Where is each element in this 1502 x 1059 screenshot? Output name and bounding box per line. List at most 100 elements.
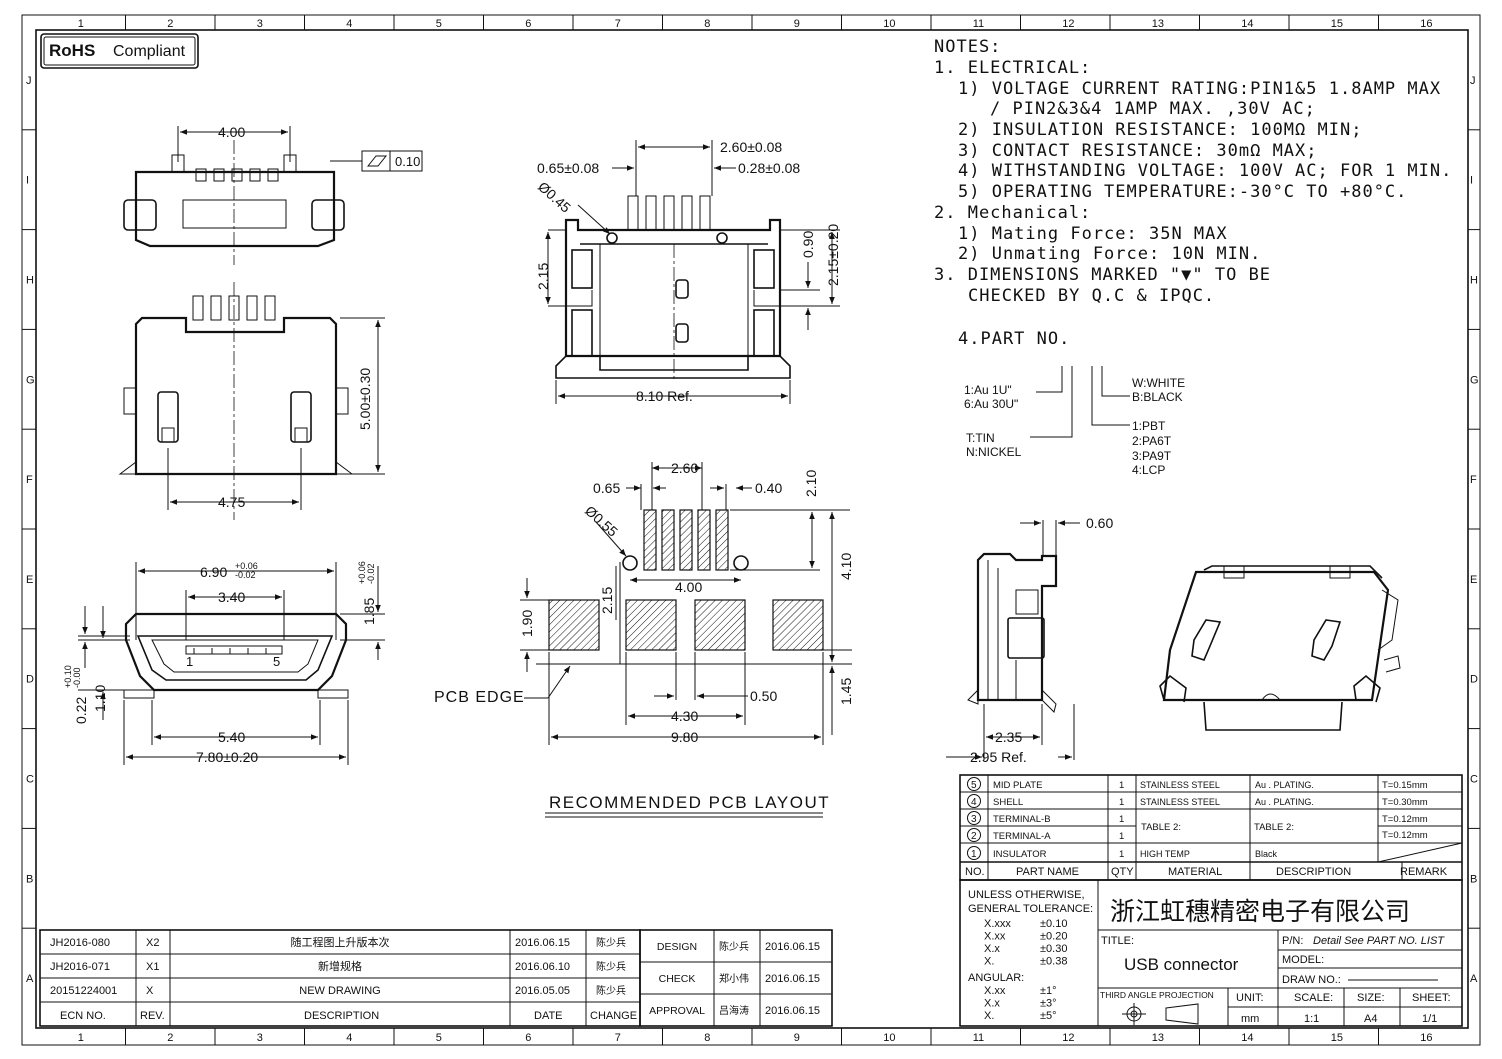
flatness-value: 0.10 <box>395 154 420 169</box>
plan-view: 4.75 5.00±0.30 <box>118 282 385 520</box>
dim-body-length: 5.00±0.30 <box>357 368 373 430</box>
dim-pcb-260: 2.60 <box>671 460 698 476</box>
border-col-label: 10 <box>883 1032 895 1044</box>
dim-front-090: 0.90 <box>800 231 816 258</box>
border-col-label: 8 <box>704 1032 710 1044</box>
angular-value: ±3° <box>1040 998 1057 1010</box>
bom-remark: T=0.30mm <box>1382 797 1428 808</box>
tolerance-key: X. <box>984 956 994 968</box>
angular-value: ±5° <box>1040 1010 1057 1022</box>
border-col-label: 2 <box>167 18 173 30</box>
dim-front-028: 0.28±0.08 <box>738 160 800 176</box>
svg-text:+0.06: +0.06 <box>357 561 367 584</box>
border-col-label: 10 <box>883 18 895 30</box>
border-col-label: 16 <box>1420 1032 1432 1044</box>
compliant-label: Compliant <box>113 43 186 60</box>
bom-qty: 1 <box>1119 797 1124 808</box>
angular-value: ±1° <box>1040 985 1057 997</box>
approval-role: DESIGN <box>657 941 697 953</box>
bom-no: 5 <box>971 780 977 791</box>
border-row-label: J <box>26 75 32 87</box>
tolerance-value: ±0.38 <box>1040 956 1067 968</box>
revision-ecn: 20151224001 <box>50 985 117 997</box>
dim-front-pitch: 2.60±0.08 <box>720 139 782 155</box>
border-col-label: 12 <box>1062 18 1074 30</box>
tolerance-value: ±0.20 <box>1040 931 1067 943</box>
svg-text:NO.: NO. <box>965 866 985 878</box>
bom-description: Au . PLATING. <box>1255 797 1314 807</box>
revision-rev: X1 <box>146 961 159 973</box>
svg-text:+0.10: +0.10 <box>63 665 73 688</box>
border-col-label: 15 <box>1331 1032 1343 1044</box>
border-col-label: 15 <box>1331 18 1343 30</box>
approval-date: 2016.06.15 <box>765 941 820 953</box>
svg-text:REMARK: REMARK <box>1400 866 1448 878</box>
border-row-label: F <box>1470 474 1477 486</box>
svg-text:THIRD ANGLE PROJECTION: THIRD ANGLE PROJECTION <box>1100 990 1214 1000</box>
border-row-label: E <box>1470 574 1477 586</box>
svg-text:W:WHITE: W:WHITE <box>1132 376 1185 390</box>
dim-face-780: 7.80±0.20 <box>196 749 258 765</box>
border-col-label: 7 <box>615 18 621 30</box>
approval-name: 陈少兵 <box>719 940 749 953</box>
notes: NOTES: 1. ELECTRICAL: 1) VOLTAGE CURRENT… <box>934 37 1451 477</box>
revision-date: 2016.06.15 <box>515 937 570 949</box>
border-row-label: B <box>1470 873 1477 885</box>
dim-pcb-430: 4.30 <box>671 708 698 724</box>
dim-pcb-400: 4.00 <box>675 579 702 595</box>
border-col-label: 11 <box>973 1032 984 1044</box>
revision-date: 2016.05.05 <box>515 985 570 997</box>
svg-text:SCALE:: SCALE: <box>1294 992 1333 1004</box>
dim-side-060: 0.60 <box>1086 515 1113 531</box>
border-col-label: 9 <box>794 18 800 30</box>
border-row-label: D <box>1470 674 1478 686</box>
svg-text:DATE: DATE <box>534 1010 563 1022</box>
bom-description: Au . PLATING. <box>1255 780 1314 790</box>
tolerance-key: X.xx <box>984 931 1006 943</box>
bom-remark: T=0.12mm <box>1382 814 1428 825</box>
dim-face-width: 6.90 <box>200 564 227 580</box>
dim-front-ref: 8.10 Ref. <box>636 388 693 404</box>
dim-front-h1: 2.15 <box>535 263 551 290</box>
svg-text:ECN NO.: ECN NO. <box>60 1010 106 1022</box>
bom-qty: 1 <box>1119 849 1124 860</box>
svg-text:B:BLACK: B:BLACK <box>1132 390 1183 404</box>
svg-text:A4: A4 <box>1364 1013 1377 1025</box>
svg-text:+0.06: +0.06 <box>235 561 258 571</box>
svg-text:1:1: 1:1 <box>1304 1013 1319 1025</box>
border-row-label: H <box>1470 275 1478 287</box>
revision-ecn: JH2016-071 <box>50 961 110 973</box>
svg-text:TITLE:: TITLE: <box>1101 935 1134 947</box>
bom-qty: 1 <box>1119 780 1124 791</box>
revision-by: 陈少兵 <box>596 936 626 949</box>
svg-text:3. DIMENSIONS MARKED "▼" TO BE: 3. DIMENSIONS MARKED "▼" TO BE <box>934 265 1271 285</box>
svg-text:4.PART NO.: 4.PART NO. <box>958 329 1070 349</box>
bom-no: 1 <box>971 849 977 860</box>
svg-text:4:LCP: 4:LCP <box>1132 463 1165 477</box>
item-balloon <box>967 811 981 825</box>
border-col-label: 6 <box>525 18 531 30</box>
revision-date: 2016.06.10 <box>515 961 570 973</box>
border-column-labels: 1122334455667788991010111112121313141415… <box>78 15 1433 1045</box>
svg-text:1:Au 1U": 1:Au 1U" <box>964 383 1012 397</box>
border-row-label: I <box>26 175 29 187</box>
bom-part-name: TERMINAL-A <box>993 831 1051 842</box>
svg-text:DESCRIPTION: DESCRIPTION <box>1276 866 1351 878</box>
dim-side-235: 2.35 <box>995 729 1022 745</box>
approval-role: CHECK <box>659 973 696 985</box>
bom-part-name: MID PLATE <box>993 780 1042 791</box>
tolerance-value: ±0.10 <box>1040 918 1067 930</box>
revision-ecn: JH2016-080 <box>50 937 110 949</box>
dim-pcb-050: 0.50 <box>750 688 777 704</box>
isometric-view <box>1159 565 1401 731</box>
border-col-label: 1 <box>78 18 84 30</box>
revision-rev: X <box>146 985 154 997</box>
svg-text:NOTES:: NOTES: <box>934 37 1001 57</box>
dim-front-hole: Ø0.45 <box>535 178 574 216</box>
pin-5-label: 5 <box>273 654 280 669</box>
bom-part-name: TERMINAL-B <box>993 814 1051 825</box>
dim-front-065: 0.65±0.08 <box>537 160 599 176</box>
